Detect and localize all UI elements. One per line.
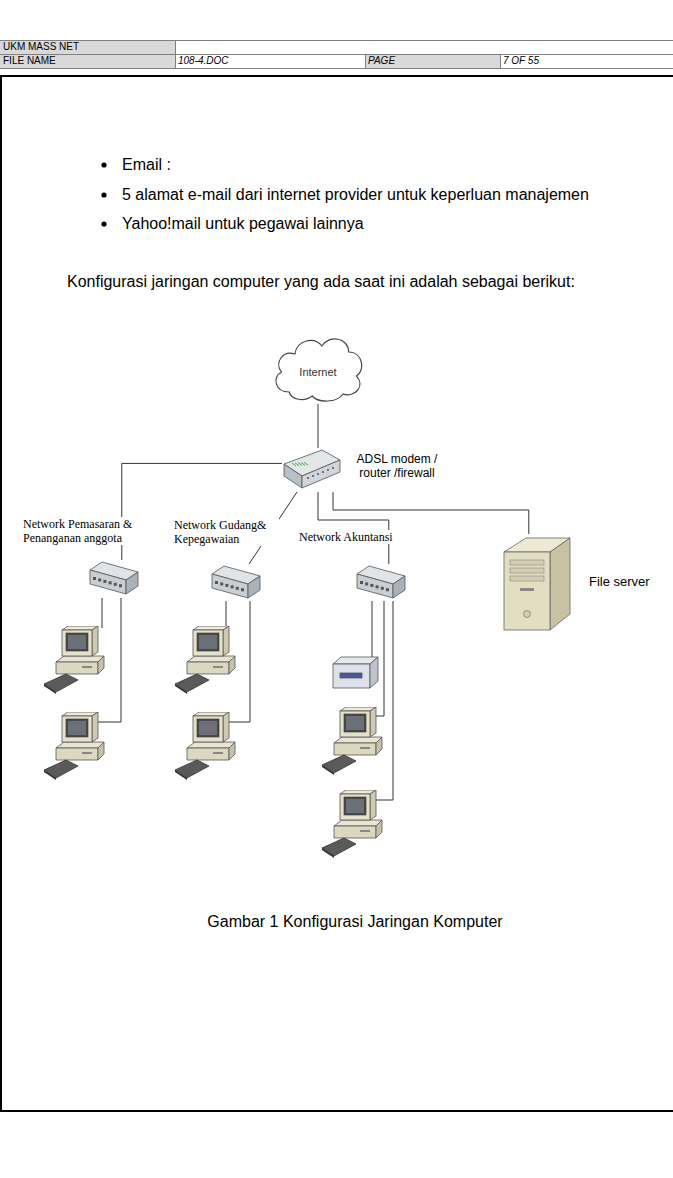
device-label: Network Akuntansi [298, 530, 394, 544]
switch-icon-shape [355, 564, 407, 602]
header-value: 108-4.DOC [178, 54, 229, 68]
network-link [333, 492, 529, 534]
file-server-icon-shape [500, 534, 572, 632]
router-icon: ADSL modem / router /firewall [282, 448, 342, 492]
switch-icon: Network Akuntansi [355, 564, 407, 602]
device-label: Network Pemasaran & Penanganan anggota [22, 517, 152, 545]
network-link [122, 463, 282, 560]
header-field: FILE NAME [3, 54, 56, 68]
switch-icon: Network Pemasaran & Penanganan anggota [88, 560, 140, 598]
file-server-icon: File server [500, 534, 572, 632]
switch-icon: Network Gudang& Kepegawaian [210, 564, 262, 602]
network-link [318, 492, 389, 564]
switch-icon-shape [210, 564, 262, 602]
switch-icon-shape [88, 560, 140, 598]
device-label: Network Gudang& Kepegawaian [173, 518, 279, 546]
device-label: ADSL modem / router /firewall [352, 452, 442, 480]
router-icon-shape [282, 448, 342, 492]
header-title: UKM MASS NET [3, 40, 79, 54]
header-value: 7 OF 55 [503, 54, 539, 68]
header-field: PAGE [368, 54, 395, 68]
device-label: File server [588, 575, 651, 589]
bullet-text: Yahoo!mail untuk pegawai lainnya [122, 214, 364, 234]
network-link [318, 404, 319, 448]
node-label: Internet [270, 366, 366, 379]
internet-cloud: Internet [270, 332, 366, 404]
bullet-text: Email : [122, 155, 171, 175]
figure-caption: Gambar 1 Konfigurasi Jaringan Komputer [0, 912, 673, 932]
bullet-text: 5 alamat e-mail dari internet provider u… [122, 185, 589, 205]
body-text: Konfigurasi jaringan computer yang ada s… [67, 272, 575, 292]
